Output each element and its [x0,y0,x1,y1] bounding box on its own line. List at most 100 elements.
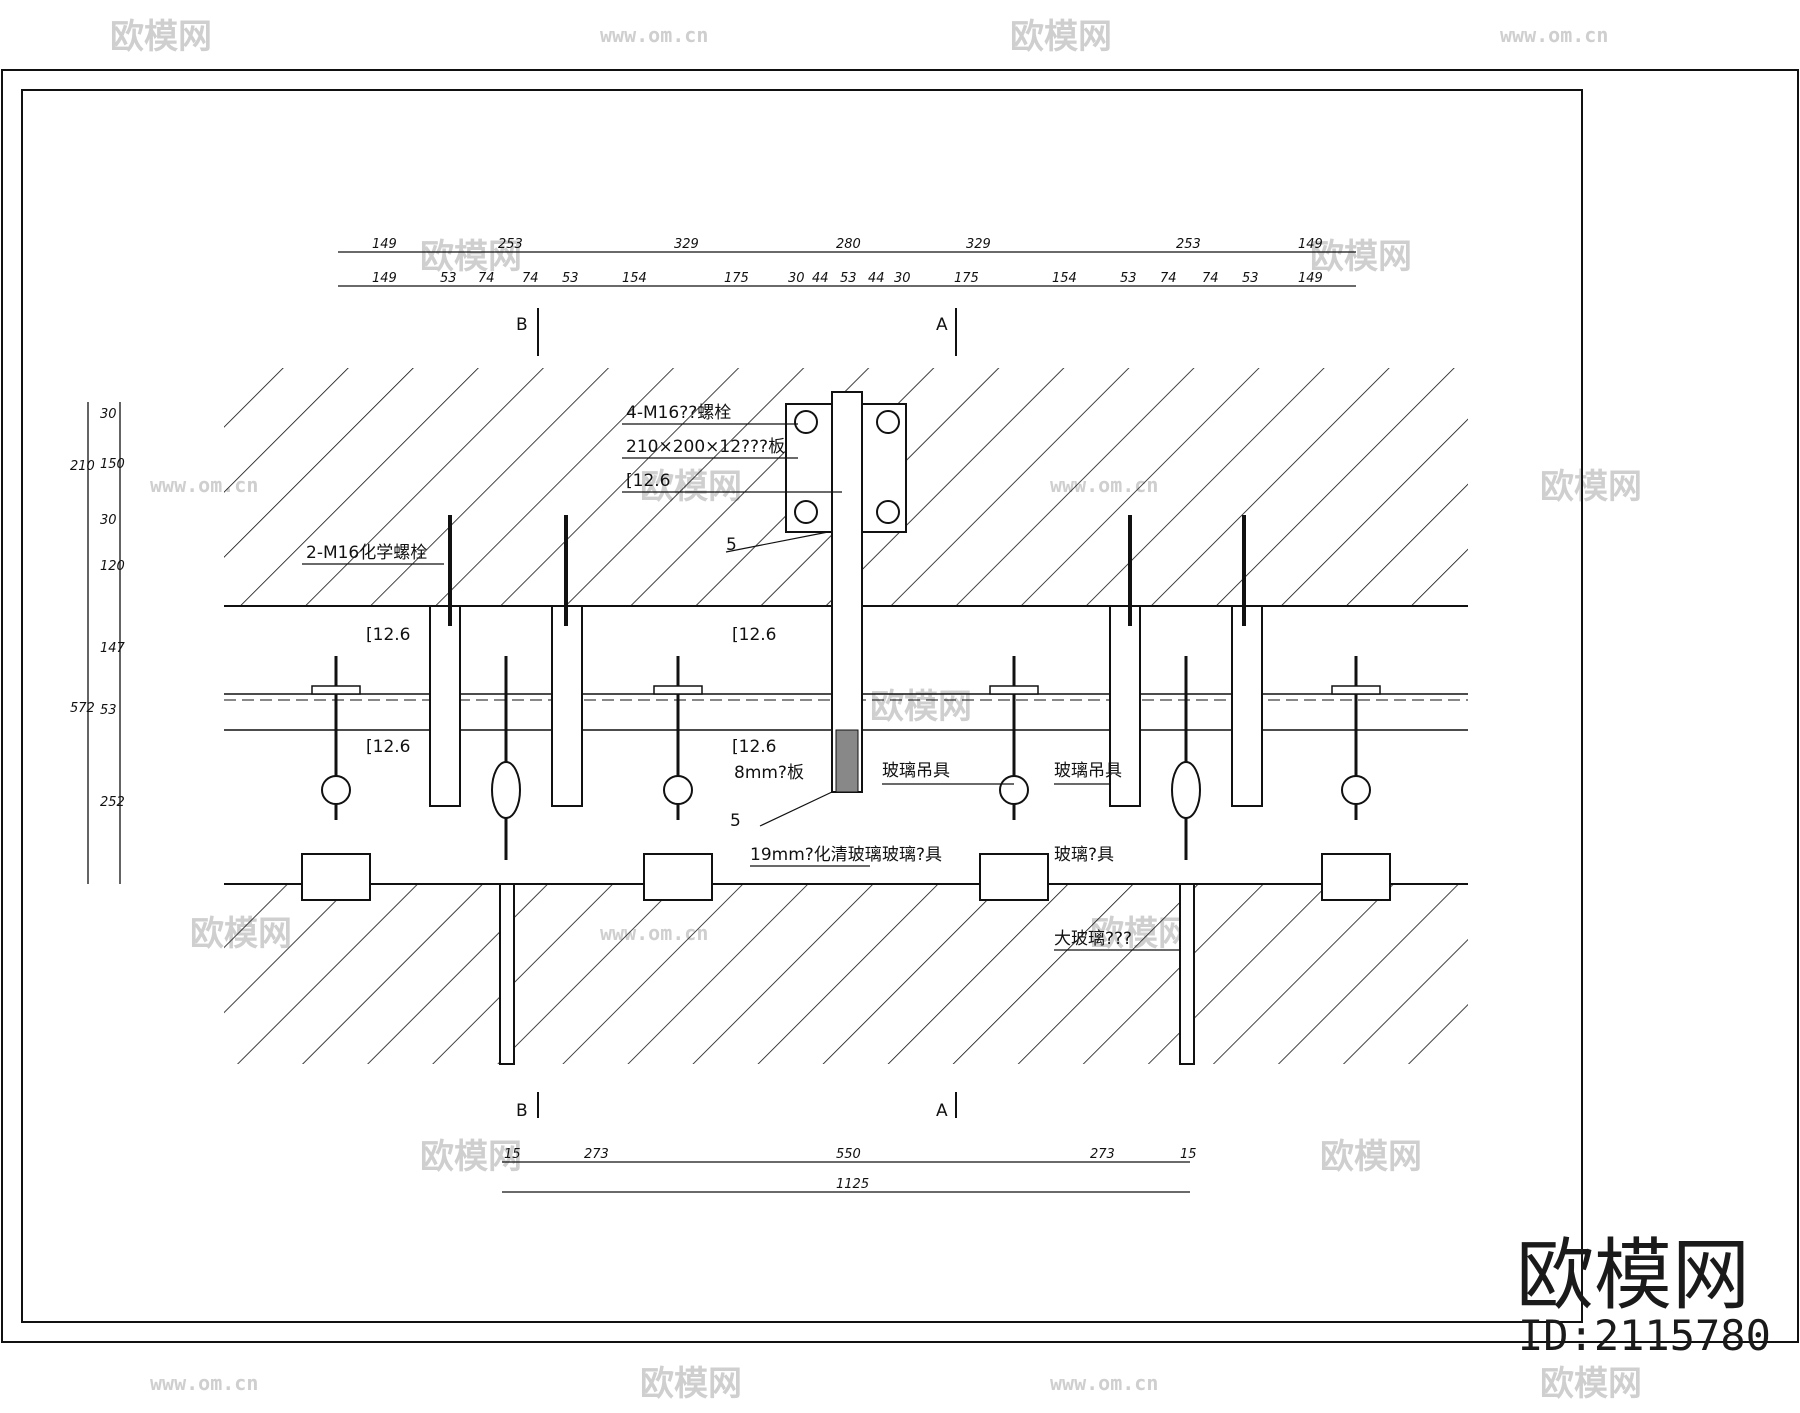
dim-bottom: 15 [504,1147,521,1162]
label-plate: 210×200×12???板 [626,437,785,457]
dim-top-2: 149 [1298,271,1323,286]
dim-left-inner: 120 [100,559,125,574]
label-channel-mid: [12.6 [732,625,776,645]
embedded-plate-assembly [785,391,907,793]
dim-top-1: 149 [1298,237,1323,252]
bottom-dimensions: 15 273 550 273 15 1125 [502,1147,1197,1193]
wm-faint-brand: 欧模网 [420,1137,522,1177]
dim-bottom: 15 [1180,1147,1197,1162]
glass-pane-hatch [224,884,1468,1064]
label-clamp-1: 玻璃?具 [882,845,942,865]
dim-top-1: 329 [674,237,699,252]
anchor-hanger-group [429,515,1263,807]
dim-left-inner: 30 [100,407,117,422]
wm-faint-brand: 欧模网 [1310,237,1412,277]
wm-faint-url: www.om.cn [1050,1371,1158,1395]
bolt-head [794,500,818,524]
channel-hanger [429,605,461,807]
label-plate-8mm: 8mm?板 [734,763,804,783]
outer-frame [1,69,1799,1343]
wm-faint-url: www.om.cn [1500,23,1608,47]
dim-top-1: 149 [372,237,397,252]
dim-left-inner: 30 [100,513,117,528]
dim-top-1: 253 [1176,237,1201,252]
wm-faint-brand: 欧模网 [870,687,972,727]
fin-glass-hanger [491,656,521,1065]
faint-watermarks: 欧模网 www.om.cn 欧模网 www.om.cn 欧模网 欧模网 www.… [110,17,1642,1404]
section-mark-a-bottom: A [936,1101,948,1121]
glass-hanger-group [301,656,1391,1065]
label-channel-mid-2: [12.6 [732,737,776,757]
dim-top-2: 154 [1052,271,1077,286]
dim-top-2: 149 [372,271,397,286]
fin-glass-hanger [1171,656,1201,1065]
dim-bottom: 273 [1090,1147,1115,1162]
dim-left-outer: 210 [70,459,95,474]
dim-left-inner: 252 [100,795,125,810]
dim-top-2: 154 [622,271,647,286]
dim-top-2: 44 [868,271,885,286]
channel-hanger [1231,605,1263,807]
bolt-head [876,410,900,434]
dim-bottom: 550 [836,1147,861,1162]
label-hanger-2: 玻璃吊具 [1054,761,1122,781]
dim-top-2: 53 [440,271,457,286]
watermark-brand: 欧模网 [1516,1231,1750,1321]
dim-bottom: 273 [584,1147,609,1162]
dim-top-2: 53 [1242,271,1259,286]
bolt-head [794,410,818,434]
dim-bottom-total: 1125 [836,1177,869,1192]
left-dimensions: 30 150 30 120 147 53 252 210 572 [70,402,126,884]
dim-left-inner: 150 [100,457,125,472]
channel-hanger [551,605,583,807]
glass-hanger [1321,656,1391,901]
watermark-id: ID:2115780 [1518,1311,1771,1360]
dim-left-inner: 53 [100,703,117,718]
wm-faint-brand: 欧模网 [1320,1137,1422,1177]
annotations: 4-M16??螺栓 210×200×12???板 [12.6 5 2-M16化学… [302,403,1180,951]
label-clamp-2: 玻璃?具 [1054,845,1114,865]
label-weld-bottom: 5 [730,811,741,831]
weld-fillet [835,729,859,793]
label-big-glass: 大玻璃??? [1054,929,1132,949]
dim-top-2: 74 [1160,271,1177,286]
top-dimensions: 149 253 329 280 329 253 149 149 53 74 74… [338,237,1356,287]
dim-top-2: 74 [1202,271,1219,286]
dim-top-2: 175 [954,271,979,286]
dim-top-2: 53 [562,271,579,286]
label-bolts-4: 4-M16??螺栓 [626,403,731,423]
wm-faint-brand: 欧模网 [1010,17,1112,57]
dim-top-2: 74 [478,271,495,286]
dim-top-1: 280 [836,237,861,252]
wm-faint-url: www.om.cn [600,23,708,47]
label-weld-top: 5 [726,535,737,555]
dim-top-1: 253 [498,237,523,252]
wm-faint-brand: 欧模网 [420,237,522,277]
section-mark-b-bottom: B [516,1101,528,1121]
section-mark-a-top: A [936,315,948,335]
dim-left-inner: 147 [100,641,126,656]
label-chem-bolt: 2-M16化学螺栓 [306,543,427,563]
dim-top-1: 329 [966,237,991,252]
dim-top-2: 53 [840,271,857,286]
dim-top-2: 175 [724,271,749,286]
wm-faint-brand: 欧模网 [640,1364,742,1404]
section-mark-b-top: B [516,315,528,335]
dim-left-outer: 572 [70,701,95,716]
section-markers: B A B A [516,308,957,1121]
label-channel-left-2: [12.6 [366,737,410,757]
wm-faint-brand: 欧模网 [1540,467,1642,507]
wm-faint-brand: 欧模网 [110,17,212,57]
label-channel-top: [12.6 [626,471,670,491]
dim-top-2: 30 [894,271,911,286]
dim-top-2: 74 [522,271,539,286]
label-glass-19: 19mm?化清玻璃 [750,845,882,865]
glass-hanger [643,656,713,901]
wm-faint-brand: 欧模网 [1540,1364,1642,1404]
dim-top-2: 44 [812,271,829,286]
bolt-head [876,500,900,524]
glass-hanger [979,656,1049,901]
dim-top-2: 53 [1120,271,1137,286]
channel-hanger [1109,605,1141,807]
